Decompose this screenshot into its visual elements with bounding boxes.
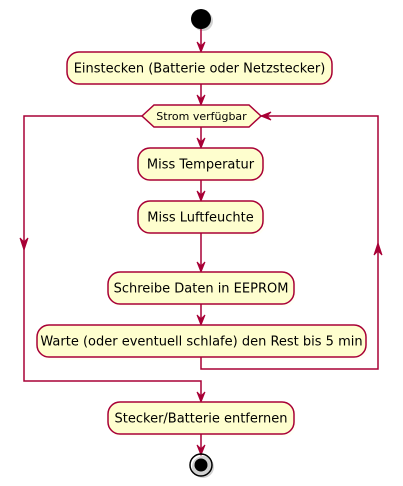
action-plug-in: Einstecken (Batterie oder Netzstecker) xyxy=(66,51,333,87)
edge-loop-back xyxy=(200,111,383,370)
edge-unplug-to-end xyxy=(196,434,206,457)
loop-condition: Strom verfügbar xyxy=(140,104,263,128)
action-measure-temperature: Miss Temperatur xyxy=(137,147,265,183)
edge-temperature-to-humidity xyxy=(196,180,206,203)
edge-eeprom-to-wait xyxy=(196,304,206,327)
edge-loop-exit xyxy=(19,115,206,404)
start-node xyxy=(191,9,213,31)
action-measure-temperature-label: Miss Temperatur xyxy=(147,158,255,173)
edge-plug-in-to-loop xyxy=(196,84,206,107)
action-write-eeprom-label: Schreibe Daten in EEPROM xyxy=(114,282,289,297)
action-wait: Warte (oder eventuell schlafe) den Rest … xyxy=(36,324,368,360)
action-wait-label: Warte (oder eventuell schlafe) den Rest … xyxy=(40,335,362,350)
end-node xyxy=(189,453,214,478)
edge-start-to-plug-in xyxy=(196,29,206,54)
action-unplug-label: Stecker/Batterie entfernen xyxy=(115,412,288,427)
action-plug-in-label: Einstecken (Batterie oder Netzstecker) xyxy=(74,62,326,77)
edge-humidity-to-eeprom xyxy=(196,233,206,274)
loop-condition-label: Strom verfügbar xyxy=(156,110,247,123)
edge-loop-to-temperature xyxy=(196,127,206,150)
action-unplug: Stecker/Batterie entfernen xyxy=(107,401,296,437)
action-write-eeprom: Schreibe Daten in EEPROM xyxy=(107,271,296,307)
action-measure-humidity-label: Miss Luftfeuchte xyxy=(147,211,254,226)
action-measure-humidity: Miss Luftfeuchte xyxy=(137,200,265,236)
